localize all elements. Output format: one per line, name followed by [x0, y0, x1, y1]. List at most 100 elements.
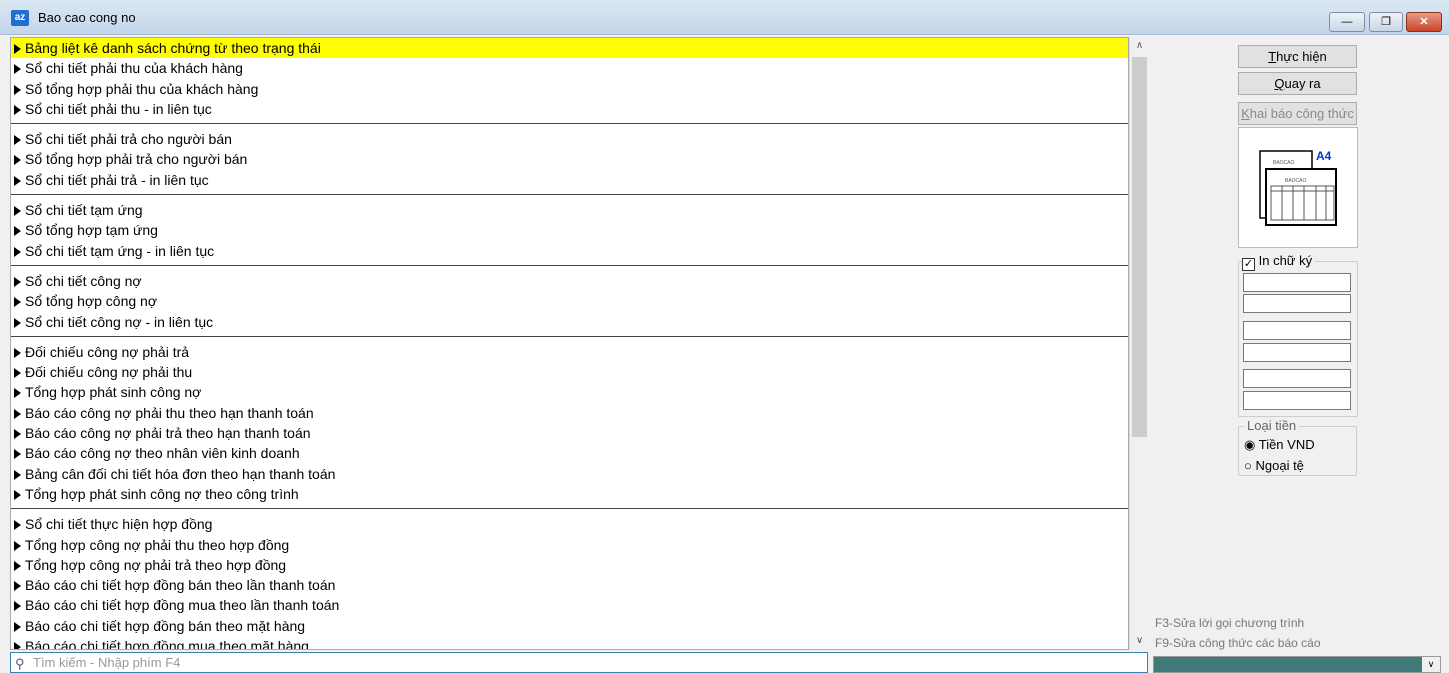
report-item-label: Sổ chi tiết phải trả cho người bán — [25, 131, 232, 148]
report-item[interactable]: Sổ chi tiết công nợ — [11, 271, 1128, 291]
radio-selected-icon: ◉ — [1244, 437, 1256, 452]
chevron-down-icon[interactable]: ∨ — [1422, 657, 1440, 672]
triangle-right-icon — [14, 429, 21, 440]
radio-empty-icon: ○ — [1244, 458, 1252, 473]
execute-button[interactable]: Thực hiện — [1238, 45, 1357, 68]
status-combo[interactable]: ∨ — [1153, 656, 1441, 673]
triangle-right-icon — [14, 347, 21, 358]
report-item[interactable]: Sổ chi tiết phải trả - in liên tục — [11, 170, 1128, 190]
title-bar: az Bao cao cong no — ❐ ✕ — [0, 0, 1449, 35]
report-item[interactable]: Sổ tổng hợp phải trả cho người bán — [11, 149, 1128, 169]
report-item[interactable]: Sổ chi tiết phải thu của khách hàng — [11, 58, 1128, 78]
hint-f3: F3-Sửa lời gọi chương trình — [1155, 616, 1305, 630]
report-item[interactable]: Tổng hợp phát sinh công nợ theo công trì… — [11, 484, 1128, 504]
report-item[interactable]: Tổng hợp phát sinh công nợ — [11, 382, 1128, 402]
report-item[interactable]: Đối chiếu công nợ phải trả — [11, 342, 1128, 362]
signature-field-4[interactable] — [1243, 343, 1351, 362]
group-separator — [11, 119, 1128, 129]
paper-size-label: A4 — [1316, 149, 1332, 163]
report-item[interactable]: Báo cáo công nợ phải thu theo hạn thanh … — [11, 403, 1128, 423]
report-item[interactable]: Bảng cân đối chi tiết hóa đơn theo hạn t… — [11, 464, 1128, 484]
report-item[interactable]: Đối chiếu công nợ phải thu — [11, 362, 1128, 382]
triangle-right-icon — [14, 449, 21, 460]
group-separator — [11, 190, 1128, 200]
report-item[interactable]: Tổng hợp công nợ phải trả theo hợp đồng — [11, 555, 1128, 575]
signature-field-5[interactable] — [1243, 369, 1351, 388]
report-item[interactable]: Sổ chi tiết phải trả cho người bán — [11, 129, 1128, 149]
radio-vnd-label: Tiền VND — [1258, 437, 1315, 452]
svg-text:BAOCAO: BAOCAO — [1285, 178, 1307, 184]
report-item-label: Sổ chi tiết công nợ - in liên tục — [25, 313, 214, 330]
svg-text:BAOCAO: BAOCAO — [1273, 160, 1295, 166]
report-item[interactable]: Sổ chi tiết tạm ứng — [11, 200, 1128, 220]
report-item-label: Báo cáo công nợ phải thu theo hạn thanh … — [25, 404, 314, 421]
radio-foreign[interactable]: ○ Ngoại tệ — [1244, 458, 1304, 473]
report-item-label: Tổng hợp phát sinh công nợ theo công trì… — [25, 485, 299, 502]
report-item-label: Sổ chi tiết tạm ứng — [25, 202, 143, 219]
report-list[interactable]: Bảng liệt kê danh sách chứng từ theo trạ… — [10, 37, 1129, 650]
signature-label: In chữ ký — [1258, 253, 1313, 268]
report-item-label: Sổ chi tiết phải thu - in liên tục — [25, 100, 212, 117]
signature-field-6[interactable] — [1243, 391, 1351, 410]
report-item-label: Báo cáo chi tiết hợp đồng mua theo mặt h… — [25, 638, 309, 650]
report-item[interactable]: Báo cáo chi tiết hợp đồng bán theo lần t… — [11, 575, 1128, 595]
signature-field-1[interactable] — [1243, 273, 1351, 292]
report-item[interactable]: Bảng liệt kê danh sách chứng từ theo trạ… — [11, 38, 1128, 59]
formula-button[interactable]: Khai báo công thức — [1238, 102, 1357, 125]
scroll-down-icon[interactable]: ∨ — [1135, 635, 1144, 646]
report-item[interactable]: Tổng hợp công nợ phải thu theo hợp đồng — [11, 535, 1128, 555]
report-item[interactable]: Sổ tổng hợp tạm ứng — [11, 220, 1128, 240]
triangle-right-icon — [14, 84, 21, 95]
restore-button[interactable]: ❐ — [1369, 12, 1403, 32]
report-item-label: Bảng liệt kê danh sách chứng từ theo trạ… — [25, 40, 321, 56]
back-button[interactable]: Quay ra — [1238, 72, 1357, 95]
report-item[interactable]: Sổ chi tiết thực hiện hợp đồng — [11, 514, 1128, 534]
triangle-right-icon — [14, 104, 21, 115]
triangle-right-icon — [14, 44, 21, 54]
triangle-right-icon — [14, 601, 21, 612]
report-item[interactable]: Sổ chi tiết công nợ - in liên tục — [11, 312, 1128, 332]
report-item-label: Sổ tổng hợp tạm ứng — [25, 222, 158, 239]
search-placeholder: Tìm kiếm - Nhập phím F4 — [33, 655, 181, 670]
triangle-right-icon — [14, 388, 21, 399]
search-input[interactable]: ⚲ Tìm kiếm - Nhập phím F4 — [10, 652, 1148, 673]
minimize-button[interactable]: — — [1329, 12, 1365, 32]
report-item-label: Sổ chi tiết phải thu của khách hàng — [25, 60, 243, 77]
report-item[interactable]: Sổ tổng hợp phải thu của khách hàng — [11, 79, 1128, 99]
triangle-right-icon — [14, 226, 21, 237]
group-separator — [11, 504, 1128, 514]
report-item[interactable]: Sổ chi tiết phải thu - in liên tục — [11, 99, 1128, 119]
report-item[interactable]: Báo cáo chi tiết hợp đồng mua theo lần t… — [11, 595, 1128, 615]
triangle-right-icon — [14, 581, 21, 592]
search-icon: ⚲ — [15, 656, 25, 671]
radio-vnd[interactable]: ◉ Tiền VND — [1244, 437, 1315, 453]
report-item[interactable]: Sổ tổng hợp công nợ — [11, 291, 1128, 311]
report-item-label: Báo cáo chi tiết hợp đồng bán theo mặt h… — [25, 617, 306, 634]
scroll-up-icon[interactable]: ∧ — [1135, 40, 1144, 51]
checkbox-checked-icon: ✓ — [1242, 258, 1255, 271]
report-item-label: Đối chiếu công nợ phải trả — [25, 343, 190, 360]
triangle-right-icon — [14, 64, 21, 75]
signature-field-3[interactable] — [1243, 321, 1351, 340]
scroll-thumb[interactable] — [1132, 57, 1147, 437]
triangle-right-icon — [14, 368, 21, 379]
triangle-right-icon — [14, 642, 21, 649]
scrollbar[interactable]: ∧ ∨ — [1129, 37, 1148, 650]
report-item-label: Tổng hợp công nợ phải thu theo hợp đồng — [25, 536, 290, 553]
report-item[interactable]: Sổ chi tiết tạm ứng - in liên tục — [11, 241, 1128, 261]
report-item-label: Sổ chi tiết phải trả - in liên tục — [25, 171, 209, 188]
signature-field-2[interactable] — [1243, 294, 1351, 313]
close-button[interactable]: ✕ — [1406, 12, 1442, 32]
group-separator — [11, 261, 1128, 271]
report-item[interactable]: Báo cáo công nợ theo nhân viên kinh doan… — [11, 443, 1128, 463]
triangle-right-icon — [14, 317, 21, 328]
report-item[interactable]: Báo cáo chi tiết hợp đồng bán theo mặt h… — [11, 616, 1128, 636]
group-separator — [11, 332, 1128, 342]
report-item[interactable]: Báo cáo chi tiết hợp đồng mua theo mặt h… — [11, 636, 1128, 650]
triangle-right-icon — [14, 297, 21, 308]
signature-checkbox[interactable]: ✓ In chữ ký — [1242, 253, 1316, 271]
radio-foreign-label: Ngoại tệ — [1255, 458, 1304, 473]
paper-preview: BAOCAO BAOCAO A4 — [1238, 127, 1358, 248]
report-item-label: Sổ chi tiết thực hiện hợp đồng — [25, 516, 213, 533]
report-item[interactable]: Báo cáo công nợ phải trả theo hạn thanh … — [11, 423, 1128, 443]
